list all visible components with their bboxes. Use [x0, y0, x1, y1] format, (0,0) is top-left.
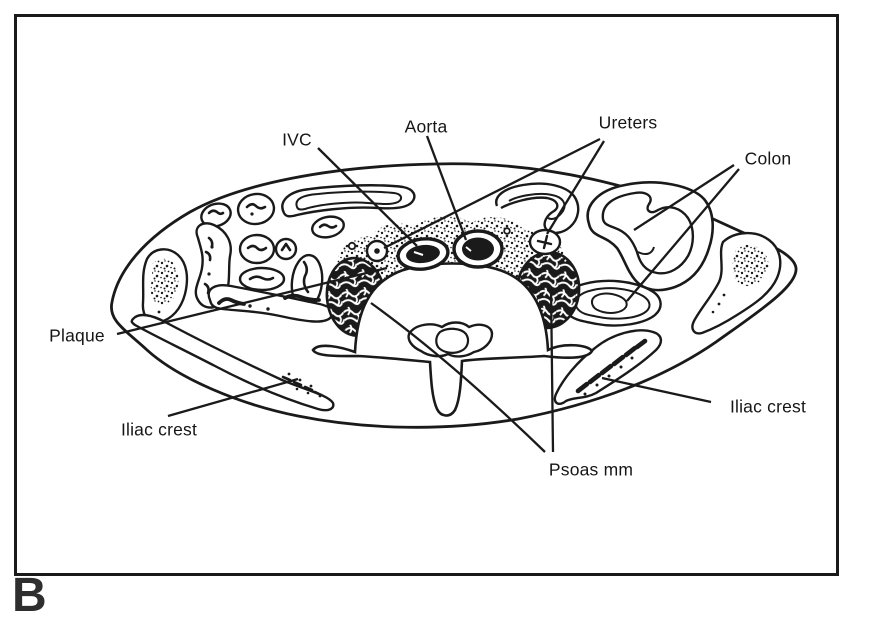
label-iliac-crest-right: Iliac crest [729, 396, 807, 417]
ureter-left [365, 239, 389, 263]
label-aorta: Aorta [404, 116, 448, 137]
label-psoas-mm: Psoas mm [548, 459, 634, 480]
plaque-leader-line [116, 266, 388, 336]
ureters-leader-line-right [546, 140, 605, 235]
colon-leader-line-upper [633, 164, 735, 231]
label-ivc: IVC [282, 129, 312, 150]
aorta-leader-line [425, 135, 468, 241]
iliac-crest-left-leader-line [167, 377, 299, 418]
spinal-canal-inner [435, 327, 470, 354]
ureters-leader-line-left [383, 137, 601, 250]
label-iliac-crest-left: Iliac crest [120, 419, 198, 440]
iliac-crest-right-leader-line [601, 376, 712, 404]
psoas-leader-line-right [549, 286, 555, 453]
aorta-vessel [452, 229, 504, 269]
abdomen-outline [109, 162, 798, 429]
ureter-right [528, 228, 562, 256]
ivc-leader-line [317, 147, 418, 247]
panel-letter: B [12, 569, 47, 622]
plaque-stipple [337, 216, 566, 284]
colon-hairpin-loop [495, 182, 580, 235]
small-bowel-loops [194, 184, 416, 323]
iliac-crest-left-bone [130, 248, 335, 412]
colon-cecum-inner [601, 191, 695, 275]
label-ureters: Ureters [598, 112, 658, 133]
colon-leader-line-lower [626, 168, 740, 302]
leader-lines [116, 135, 740, 453]
psoas-leader-line-left [370, 302, 546, 453]
iliac-crest-right-bone [553, 231, 782, 405]
label-plaque: Plaque [49, 325, 105, 346]
colon-shapes [495, 181, 714, 327]
label-colon: Colon [744, 148, 792, 169]
ivc-vessel [396, 237, 450, 271]
